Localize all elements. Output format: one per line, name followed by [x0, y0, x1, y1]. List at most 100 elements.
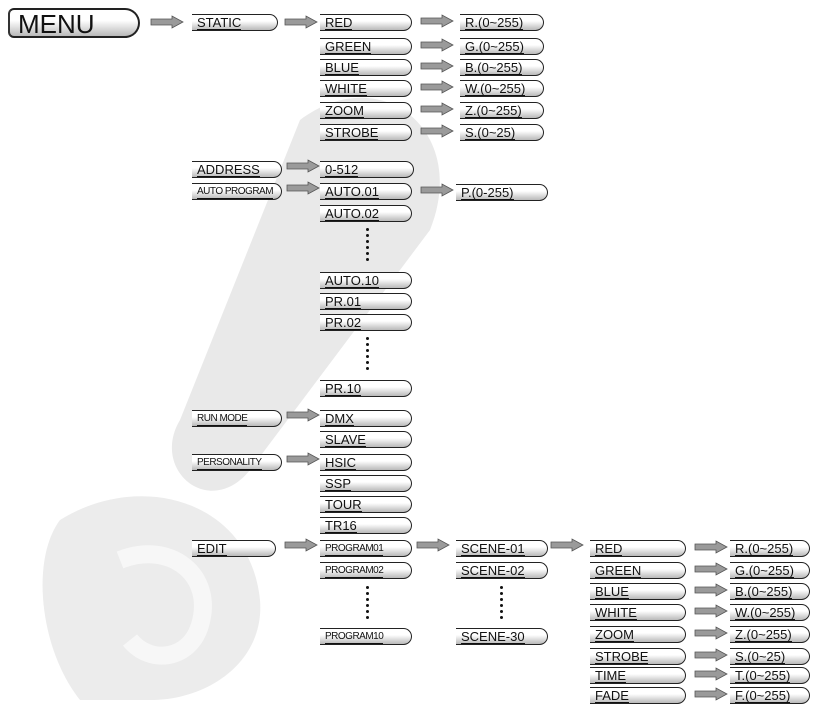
scene-value: S.(0~25)	[730, 648, 810, 665]
personality-option-label: SSP	[325, 476, 352, 491]
menu-root: MENU	[8, 8, 140, 38]
pr-item: PR.10	[320, 380, 412, 397]
run-mode-option: SLAVE	[320, 431, 412, 448]
auto-value: P.(0-255)	[456, 184, 548, 201]
program-item: PROGRAM01	[320, 540, 412, 557]
auto-item: AUTO.01	[320, 183, 412, 200]
scene-item-label: SCENE-02	[461, 563, 525, 578]
scene-value-label: B.(0~255)	[735, 584, 793, 599]
static-value-label: G.(0~255)	[465, 39, 524, 54]
scene-value-label: W.(0~255)	[735, 605, 796, 620]
static-value-label: Z.(0~255)	[465, 103, 522, 118]
scene-setting: TIME	[590, 667, 686, 684]
static-value-label: B.(0~255)	[465, 60, 523, 75]
personality-option: HSIC	[320, 454, 412, 471]
static-item: WHITE	[320, 80, 412, 97]
arrow-icon	[694, 562, 728, 576]
pr-item-label: PR.02	[325, 315, 362, 330]
scene-value: G.(0~255)	[730, 562, 810, 579]
scene-item-label: SCENE-30	[461, 629, 525, 644]
address-value-label: 0-512	[325, 162, 359, 177]
arrow-icon	[286, 181, 320, 195]
arrow-icon	[550, 538, 584, 552]
address-value: 0-512	[320, 161, 414, 178]
address-node-label: ADDRESS	[197, 162, 260, 177]
personality-option-label: TOUR	[325, 497, 362, 512]
pr-item-label: PR.01	[325, 294, 362, 309]
scene-value-label: G.(0~255)	[735, 563, 794, 578]
scene-item: SCENE-30	[456, 628, 548, 645]
scene-setting: GREEN	[590, 562, 686, 579]
address-node: ADDRESS	[192, 161, 282, 178]
static-item-label: GREEN	[325, 39, 372, 54]
static-value: S.(0~25)	[460, 124, 544, 141]
scene-item: SCENE-02	[456, 562, 548, 579]
static-value-label: R.(0~255)	[465, 15, 524, 30]
static-value: R.(0~255)	[460, 14, 544, 31]
scene-value: F.(0~255)	[730, 687, 810, 704]
run-mode-option: DMX	[320, 410, 412, 427]
scene-value: W.(0~255)	[730, 604, 810, 621]
pr-item: PR.02	[320, 314, 412, 331]
auto-item-label: AUTO.01	[325, 184, 379, 199]
scene-setting: BLUE	[590, 583, 686, 600]
menu-root-label: MENU	[18, 9, 95, 38]
arrow-icon	[286, 408, 320, 422]
ellipsis-vertical-icon	[366, 228, 370, 264]
program-item: PROGRAM10	[320, 628, 412, 645]
static-node: STATIC	[192, 14, 278, 31]
scene-setting-label: FADE	[595, 688, 629, 703]
arrow-icon	[284, 15, 318, 29]
ellipsis-vertical-icon	[366, 337, 370, 373]
personality-option: TR16	[320, 517, 412, 534]
arrow-icon	[694, 648, 728, 662]
scene-setting: ZOOM	[590, 626, 686, 643]
scene-value-label: Z.(0~255)	[735, 627, 792, 642]
arrow-icon	[284, 538, 318, 552]
auto-program-node-label: AUTO PROGRAM	[197, 186, 274, 199]
arrow-icon	[694, 604, 728, 618]
run-mode-node: RUN MODE	[192, 410, 282, 427]
static-value: G.(0~255)	[460, 38, 544, 55]
program-item-label: PROGRAM02	[325, 565, 384, 578]
arrow-icon	[420, 124, 454, 138]
auto-item: AUTO.02	[320, 205, 412, 222]
arrow-icon	[420, 14, 454, 28]
personality-option-label: TR16	[325, 518, 357, 533]
scene-item: SCENE-01	[456, 540, 548, 557]
scene-setting-label: WHITE	[595, 605, 637, 620]
personality-option: TOUR	[320, 496, 412, 513]
static-item-label: STROBE	[325, 125, 379, 140]
arrow-icon	[420, 38, 454, 52]
auto-item: AUTO.10	[320, 272, 412, 289]
arrow-icon	[694, 583, 728, 597]
scene-value: T.(0~255)	[730, 667, 810, 684]
scene-setting-label: TIME	[595, 668, 627, 683]
arrow-icon	[286, 159, 320, 173]
arrow-icon	[420, 80, 454, 94]
static-value: Z.(0~255)	[460, 102, 544, 119]
scene-value: R.(0~255)	[730, 540, 810, 557]
edit-node: EDIT	[192, 540, 276, 557]
pr-item-label: PR.10	[325, 381, 362, 396]
scene-value-label: S.(0~25)	[735, 649, 786, 664]
scene-setting-label: STROBE	[595, 649, 649, 664]
scene-setting: STROBE	[590, 648, 686, 665]
arrow-icon	[420, 59, 454, 73]
pr-item: PR.01	[320, 293, 412, 310]
run-mode-option-label: SLAVE	[325, 432, 366, 447]
arrow-icon	[420, 102, 454, 116]
ellipsis-vertical-icon	[500, 586, 504, 622]
static-item-label: RED	[325, 15, 353, 30]
auto-program-node: AUTO PROGRAM	[192, 183, 282, 200]
arrow-icon	[694, 667, 728, 681]
static-item: STROBE	[320, 124, 412, 141]
static-item-label: BLUE	[325, 60, 359, 75]
auto-item-label: AUTO.10	[325, 273, 379, 288]
arrow-icon	[420, 183, 454, 197]
arrow-icon	[150, 15, 184, 29]
static-item: ZOOM	[320, 102, 412, 119]
static-node-label: STATIC	[197, 15, 242, 30]
scene-value: B.(0~255)	[730, 583, 810, 600]
static-item: GREEN	[320, 38, 412, 55]
